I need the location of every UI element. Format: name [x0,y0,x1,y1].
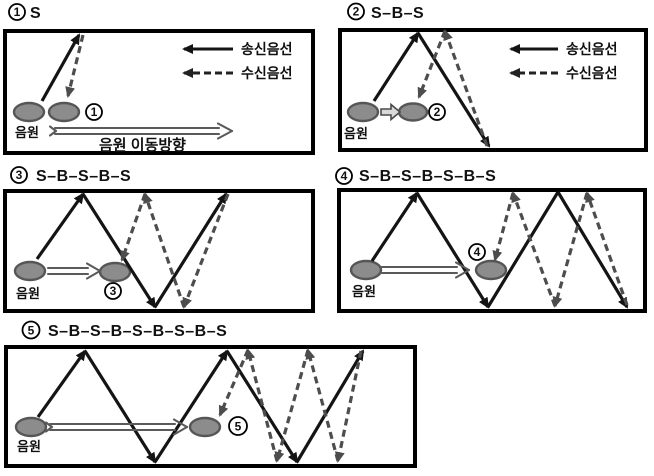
panel-1-receive-ray [65,34,85,98]
panel-5-receive-ray-5 [218,349,250,417]
panel-3-receive-ray-1 [182,193,230,309]
panel-5-source-label: 음원 [17,439,41,454]
panel-4-receive-ray-2 [552,192,589,308]
panel-1-receiver-ellipse [47,101,81,123]
panel-2-receive-ray-down [417,30,447,99]
panel-5-transmit-ray-1 [36,349,87,418]
panel-3: 3 S–B–S–B–S 3 음원 [3,166,315,313]
panel-3-receiver-ellipse [98,261,132,283]
panel-3-source-ellipse [13,260,47,282]
panel-3-badge-circle [104,282,122,300]
panel-3-receive-ray-3 [120,193,147,262]
panel-1-badge-circle [85,103,103,121]
panel-4-badge: 4 [474,245,481,259]
panel-1-title: S [30,5,41,22]
panel-5-movement-arrow-icon [44,418,189,436]
legend2-receive-label: 수신음선 [566,65,618,81]
panel-5-boundary [4,345,417,468]
panel-4-title: S–B–S–B–S–B–S [359,168,496,185]
panel-5-badge-circle [228,416,248,436]
panel-1-movement-label: 음원 이동방향 [99,136,186,154]
legend-transmit-label: 송신음선 [241,41,293,57]
panel-4-badge-circle [468,243,486,261]
panel-4-transmit-ray-2 [415,192,490,309]
panel-4-transmit-ray-3 [486,191,560,308]
panel-5-receive-ray-4 [245,348,279,462]
panel-2-transmit-ray-up [372,31,420,102]
panel-2-receiver-ellipse [397,102,429,122]
panel-3-transmit-ray-3 [153,192,228,308]
panel-5-receiver-ellipse [188,416,222,438]
panel-2: 2 S–B–S 2 음원 송신음선 수신음선 [338,2,648,152]
panel-1-title-number: 1 [14,5,21,19]
panel-5-receive-ray-3 [274,349,310,463]
panel-2-badge: 2 [434,105,441,119]
panel-3-boundary [3,189,315,313]
panel-1-badge: 1 [91,105,98,119]
panel-4-receiver-ellipse [474,259,508,281]
panel-2-source-ellipse [346,101,380,123]
panel-1-movement-arrow-icon [48,122,234,140]
panel-5-source-ellipse [14,416,48,438]
panel-4-movement-arrow-icon [379,261,471,279]
panel-3-title: S–B–S–B–S [36,168,131,185]
panel-5-transmit-ray-3 [153,349,229,463]
panel-2-title: S–B–S [371,5,424,22]
panel-4: 4 S–B–S–B–S–B–S 4 음원 [335,167,647,313]
panel-4-receive-ray-3 [511,191,557,307]
panel-3-transmit-ray-1 [35,192,85,260]
panel-4-boundary [337,188,647,313]
panel-1: 1 S 1 음원 송신음선 수신음선 음원 이동방향 [3,3,315,155]
panel-4-source-label: 음원 [352,284,376,299]
panel-5-receive-ray-2 [305,348,340,462]
panel-2-badge-circle [428,103,446,121]
legend2-transmit-label: 송신음선 [566,41,618,57]
panel-3-transmit-ray-2 [81,193,157,309]
panel-3-movement-arrow-icon [46,262,102,280]
panel-3-title-number-circle [10,166,28,184]
panel-3-badge: 3 [110,284,117,298]
panel-2-transmit-ray-down [416,32,491,148]
panel-4-receive-ray-1 [585,191,629,306]
panel-1-source-ellipse [12,101,46,123]
panel-5-title: S–B–S–B–S–B–S–B–S [48,323,227,340]
panel-3-receive-ray-2 [143,192,186,308]
panel-5-badge: 5 [235,419,242,433]
panel-4-title-number-circle [335,167,353,185]
panel-5-receive-ray-1 [334,350,363,463]
panel-5-transmit-ray-5 [295,349,365,463]
panel-4-transmit-ray-4 [556,191,629,309]
panel-5-title-number-circle [21,320,41,340]
panel-1-transmit-ray [40,33,81,102]
panel-2-receive-ray-up [443,29,489,147]
panel-4-source-ellipse [349,259,383,281]
panel-2-boundary [338,28,648,152]
panel-2-title-number: 2 [353,5,360,19]
panel-3-source-label: 음원 [16,286,40,301]
panel-3-title-number: 3 [16,168,23,182]
panel-4-title-number: 4 [341,169,348,183]
panel-2-title-number-circle [347,2,365,21]
panel-4-transmit-ray-1 [370,191,419,262]
panel-5-transmit-ray-2 [83,350,157,464]
panel-1-boundary [3,29,315,155]
panel-2-source-label: 음원 [344,126,368,141]
panel-1-title-number-circle [8,3,26,21]
legend-receive-label: 수신음선 [241,65,293,81]
panel-1-source-label: 음원 [15,125,39,140]
panel-2-movement-arrow-icon [380,102,402,122]
panel-5: 5 S–B–S–B–S–B–S–B–S 5 음원 [4,320,417,468]
panel-5-transmit-ray-4 [225,350,299,464]
panel-5-title-number: 5 [28,323,35,337]
panel-4-receive-ray-4 [492,192,515,262]
